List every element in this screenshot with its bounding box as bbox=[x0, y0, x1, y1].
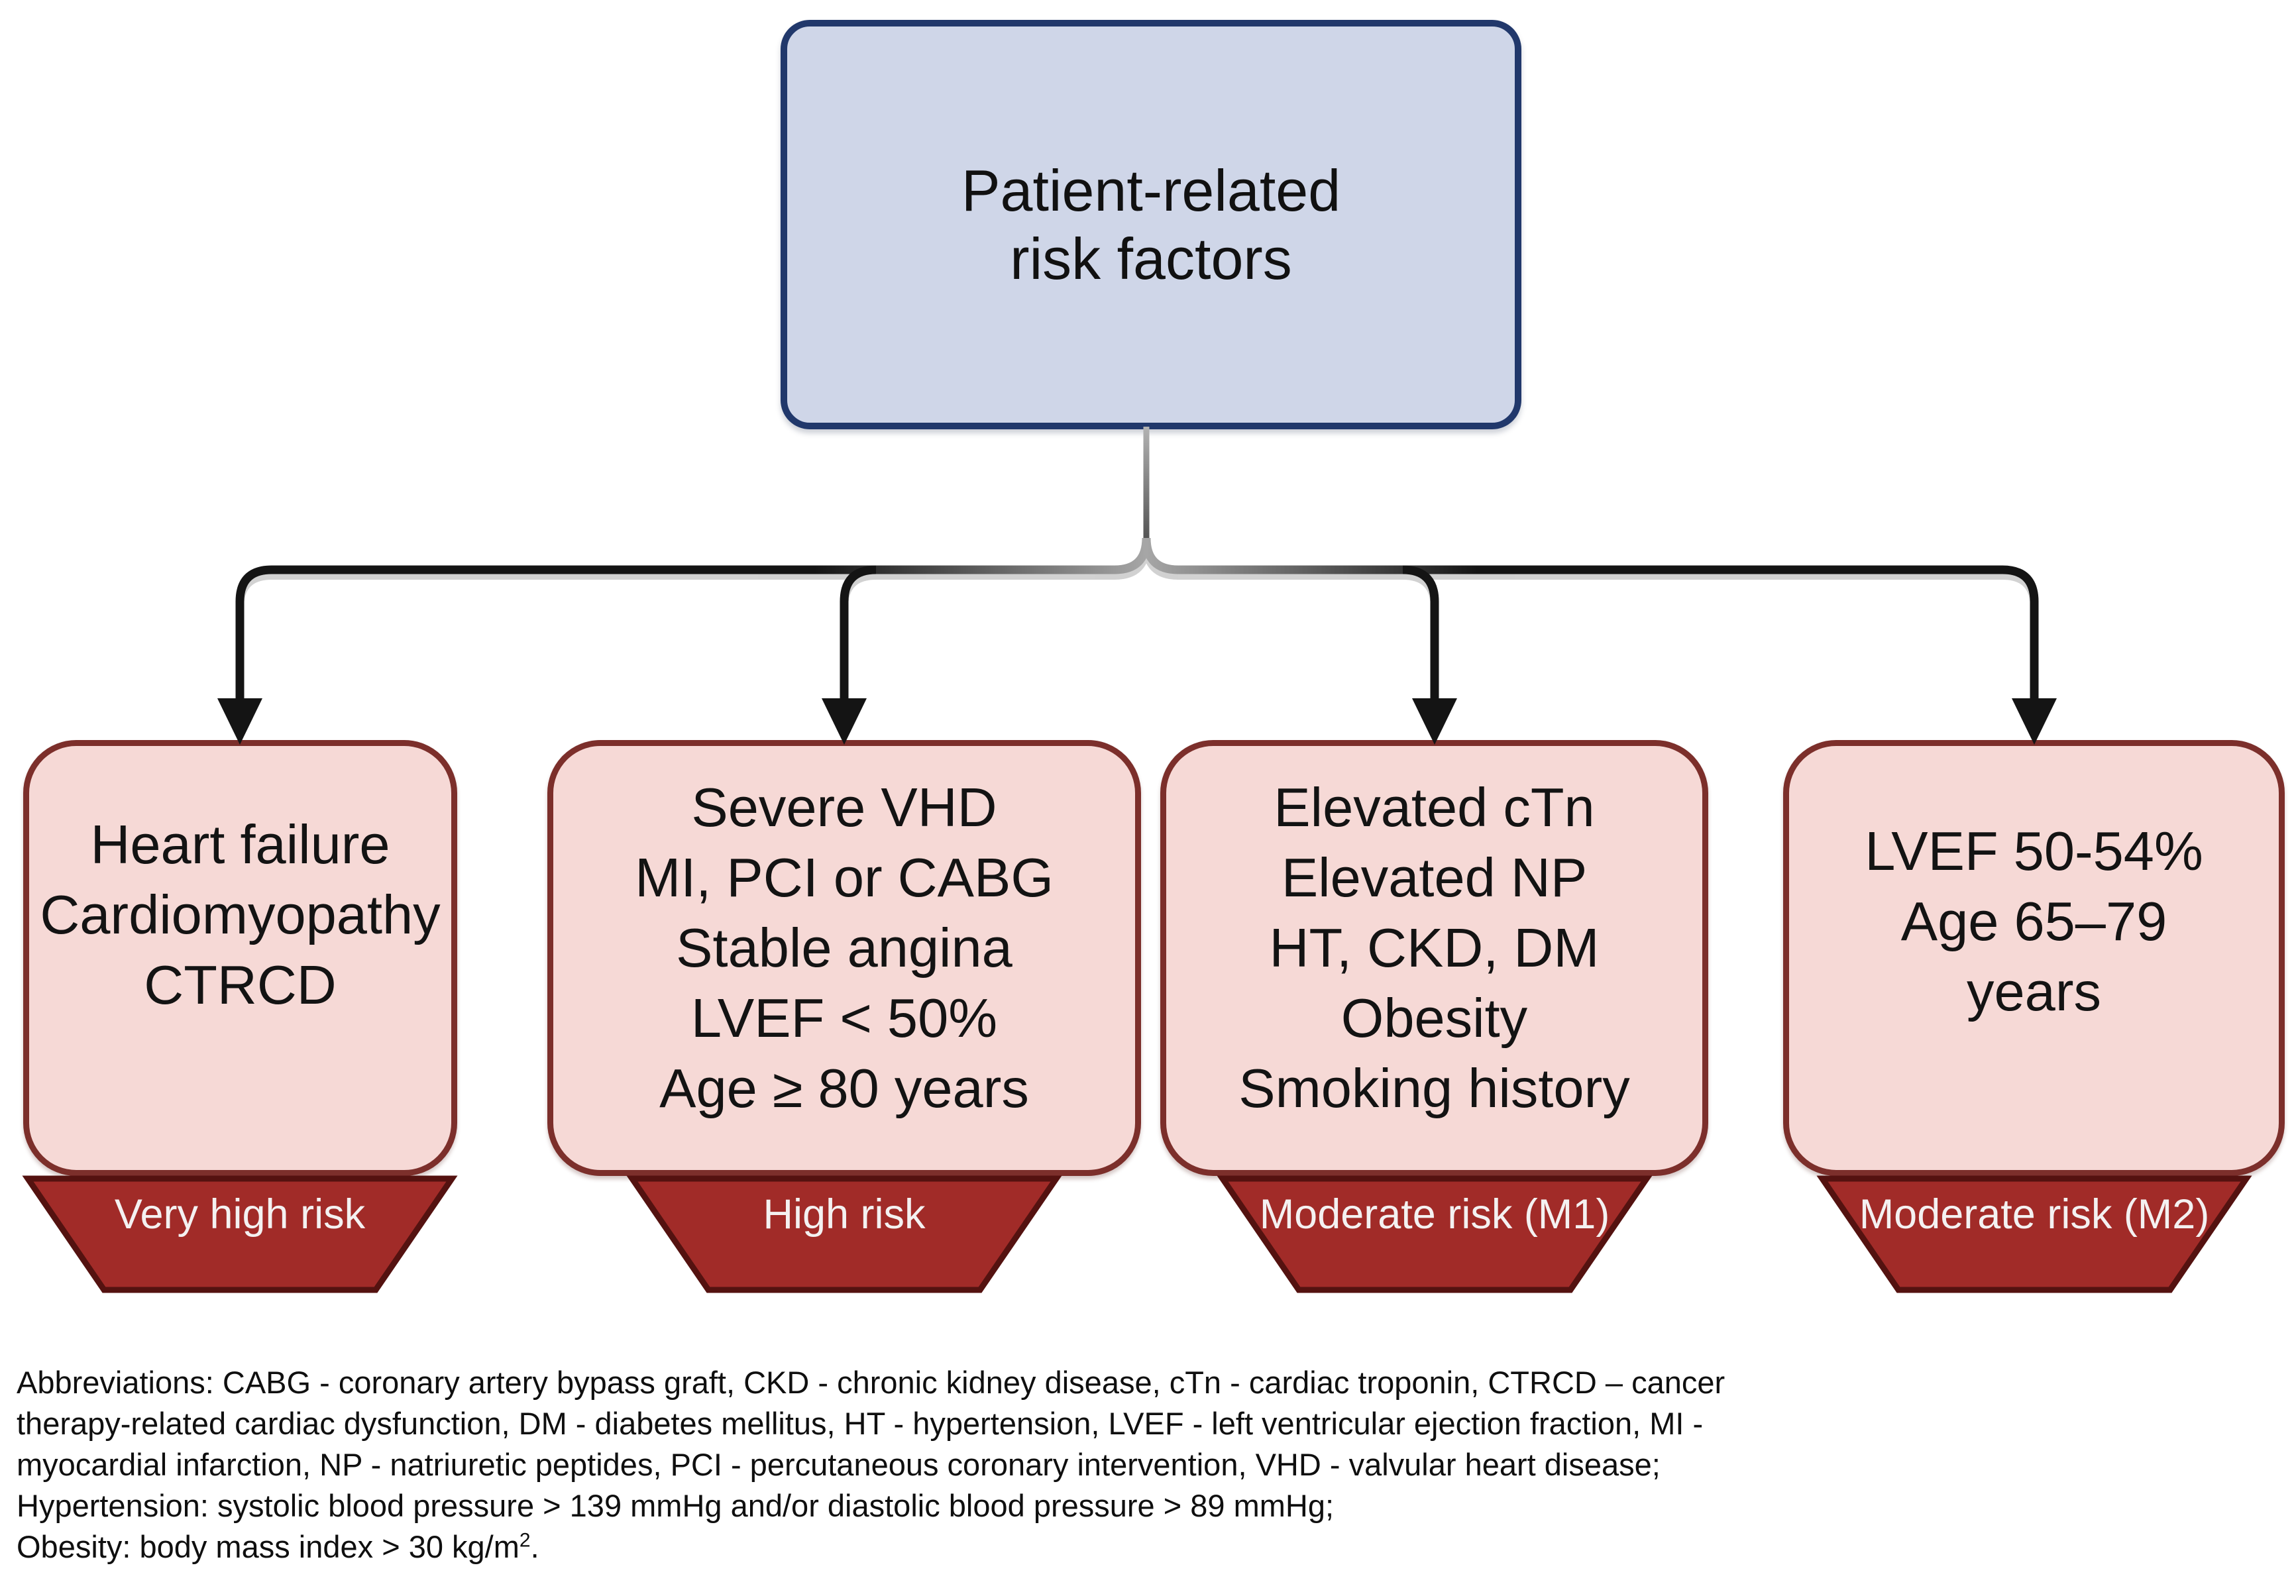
footnote-line: therapy-related cardiac dysfunction, DM … bbox=[17, 1406, 1704, 1441]
risk-label-moderate-m2: Moderate risk (M2) bbox=[1859, 1191, 2210, 1238]
node-text-line: LVEF 50-54% bbox=[1865, 820, 2203, 882]
node-moderate-risk-m1-factors: Elevated cTn Elevated NP HT, CKD, DM Obe… bbox=[1160, 740, 1708, 1176]
root-node-text-line: risk factors bbox=[1010, 226, 1292, 292]
connector-shadow bbox=[236, 543, 2038, 702]
node-text-line: Severe VHD bbox=[691, 776, 997, 838]
risk-banner-shape bbox=[22, 1175, 458, 1293]
node-high-risk-factors: Severe VHD MI, PCI or CABG Stable angina… bbox=[547, 740, 1141, 1176]
footnote-obesity-text: Obesity: body mass index > 30 kg/m bbox=[17, 1529, 519, 1564]
node-text-line: years bbox=[1967, 961, 2101, 1022]
arrowhead-down-icon bbox=[1412, 698, 1457, 745]
footnote-superscript: 2 bbox=[519, 1529, 531, 1552]
risk-label-very-high: Very high risk bbox=[114, 1191, 366, 1238]
footnote-line: Abbreviations: CABG - coronary artery by… bbox=[17, 1365, 1725, 1400]
node-text-line: Obesity bbox=[1340, 987, 1528, 1049]
connector-branch-right bbox=[1142, 537, 2039, 701]
abbreviations-footnote: Abbreviations: CABG - coronary artery by… bbox=[17, 1362, 2289, 1568]
arrowhead-down-icon bbox=[822, 698, 867, 745]
footnote-line: Hypertension: systolic blood pressure > … bbox=[17, 1488, 1335, 1523]
connector-drop-3 bbox=[1402, 565, 1439, 701]
node-text-line: MI, PCI or CABG bbox=[635, 847, 1054, 908]
footnote-obesity-period: . bbox=[530, 1529, 539, 1564]
node-text-line: Cardiomyopathy bbox=[40, 884, 441, 945]
node-very-high-risk-factors: Heart failure Cardiomyopathy CTRCD bbox=[23, 740, 457, 1176]
connector-drop-2 bbox=[840, 565, 877, 701]
node-text-line: Smoking history bbox=[1238, 1057, 1630, 1119]
node-text-line: LVEF < 50% bbox=[690, 987, 998, 1049]
node-moderate-risk-m2-factors: LVEF 50-54% Age 65–79 years bbox=[1783, 740, 2285, 1176]
node-text-line: Heart failure bbox=[90, 814, 390, 875]
node-text-line: Elevated cTn bbox=[1274, 776, 1595, 838]
risk-banner-shape bbox=[626, 1175, 1062, 1293]
node-text-line: Stable angina bbox=[676, 917, 1012, 979]
node-text-line: CTRCD bbox=[144, 954, 337, 1016]
risk-label-high: High risk bbox=[763, 1191, 926, 1238]
connector-branch-left bbox=[235, 537, 1151, 701]
risk-banner-shape bbox=[1217, 1175, 1653, 1293]
root-node-text-line: Patient-related bbox=[961, 158, 1341, 223]
node-text-line: Age ≥ 80 years bbox=[659, 1057, 1029, 1119]
root-node-patient-risk-factors: Patient-related risk factors bbox=[781, 20, 1521, 429]
risk-label-moderate-m1: Moderate risk (M1) bbox=[1259, 1191, 1610, 1238]
footnote-line: Obesity: body mass index > 30 kg/m2. bbox=[17, 1526, 2289, 1568]
arrowhead-down-icon bbox=[217, 698, 262, 745]
footnote-line: myocardial infarction, NP - natriuretic … bbox=[17, 1447, 1661, 1482]
risk-banner-shape bbox=[1816, 1175, 2252, 1293]
node-text-line: HT, CKD, DM bbox=[1269, 917, 1600, 979]
node-text-line: Elevated NP bbox=[1281, 847, 1588, 908]
arrowhead-down-icon bbox=[2012, 698, 2057, 745]
node-text-line: Age 65–79 bbox=[1900, 890, 2167, 952]
